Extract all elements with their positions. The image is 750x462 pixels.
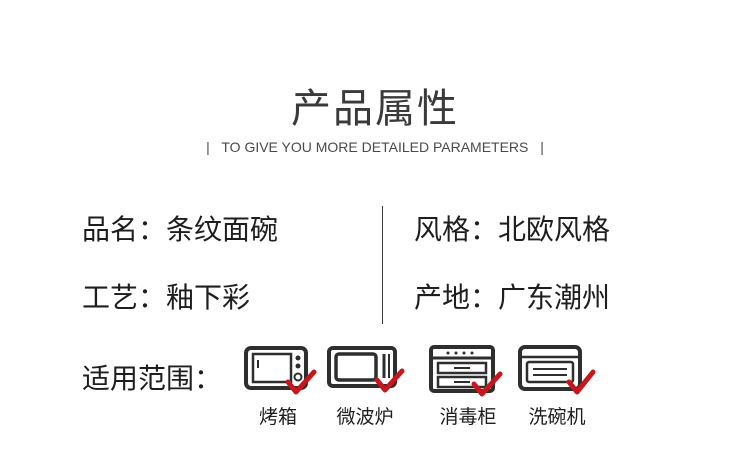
column-divider xyxy=(382,206,383,324)
page-title: 产品属性 xyxy=(291,86,459,132)
appliance-name: 烤箱 xyxy=(258,406,297,428)
attribute-product-name: 品名：条纹面碗 xyxy=(82,208,278,248)
checkmark-icon xyxy=(471,371,503,397)
appliance-name: 微波炉 xyxy=(336,406,394,428)
attribute-label: 工艺： xyxy=(82,281,167,314)
attribute-label: 产地： xyxy=(414,281,499,314)
attribute-value: 釉下彩 xyxy=(166,281,251,314)
checkmark-icon xyxy=(285,369,317,395)
attribute-craft: 工艺：釉下彩 xyxy=(82,276,250,316)
attribute-value: 条纹面碗 xyxy=(166,213,279,246)
subtitle-bar-right: | xyxy=(540,139,544,155)
sterilizer-cabinet-icon xyxy=(429,345,503,397)
attribute-label: 品名： xyxy=(82,213,167,246)
oven-icon xyxy=(244,346,317,395)
appliance-oven: 烤箱 xyxy=(238,344,318,428)
page-subtitle: | TO GIVE YOU MORE DETAILED PARAMETERS | xyxy=(0,139,750,155)
dishwasher-icon xyxy=(518,345,596,395)
checkmark-icon xyxy=(374,368,405,393)
subtitle-text: TO GIVE YOU MORE DETAILED PARAMETERS xyxy=(221,139,529,155)
attribute-label: 风格： xyxy=(414,213,499,246)
microwave-icon xyxy=(327,346,405,393)
appliance-dishwasher: 洗碗机 xyxy=(517,344,597,428)
attribute-value: 广东潮州 xyxy=(498,281,611,314)
attribute-origin: 产地：广东潮州 xyxy=(414,276,610,316)
attribute-style: 风格：北欧风格 xyxy=(414,208,610,248)
usage-label: 适用范围： xyxy=(82,362,223,395)
checkmark-icon xyxy=(566,369,596,395)
subtitle-bar-left: | xyxy=(206,139,210,155)
appliance-name: 消毒柜 xyxy=(439,406,497,428)
appliance-sterilizer: 消毒柜 xyxy=(428,344,508,428)
appliance-name: 洗碗机 xyxy=(528,406,586,428)
appliance-microwave: 微波炉 xyxy=(325,344,405,428)
attribute-value: 北欧风格 xyxy=(498,213,611,246)
